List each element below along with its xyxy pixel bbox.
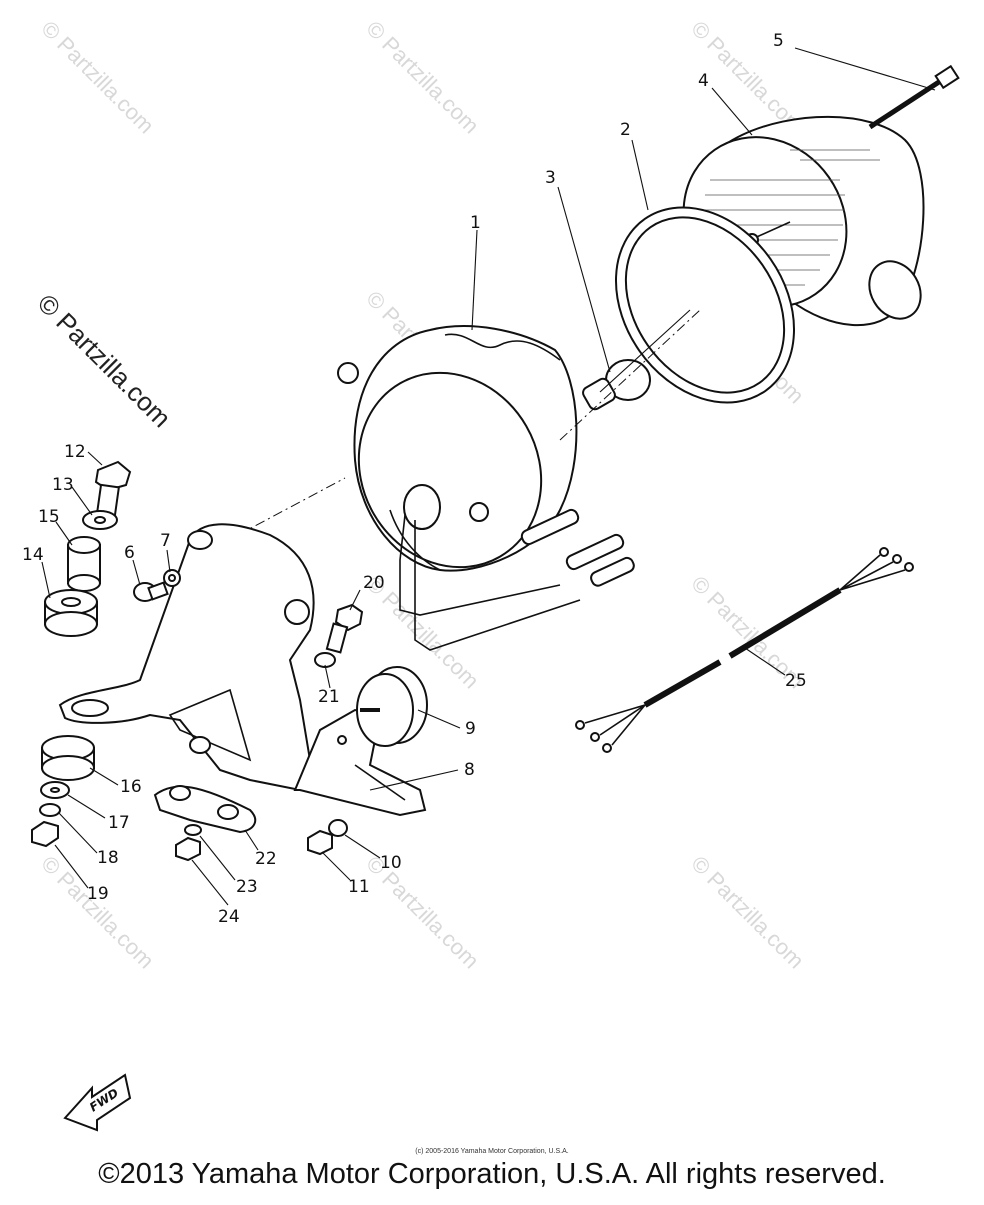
part-23-washer <box>184 824 202 836</box>
callout-13: 13 <box>52 475 74 495</box>
callout-8: 8 <box>464 760 475 780</box>
part-13-washer <box>82 510 118 530</box>
part-18-washer <box>39 803 61 817</box>
part-11-nut <box>307 829 333 856</box>
watermark: © Partzilla.com <box>36 851 159 974</box>
part-6-screw <box>133 581 169 602</box>
callout-9: 9 <box>465 719 476 739</box>
part-17-washer <box>40 781 70 799</box>
callout-19: 19 <box>87 884 109 904</box>
callout-7: 7 <box>160 531 171 551</box>
part-7-washer <box>163 569 181 587</box>
bracket <box>58 523 427 817</box>
callout-23: 23 <box>236 877 258 897</box>
part-16-damper <box>41 735 95 781</box>
part-14-damper <box>44 589 98 637</box>
watermark: © Partzilla.com <box>686 851 809 974</box>
callout-1: 1 <box>470 213 481 233</box>
callout-12: 12 <box>64 442 86 462</box>
fwd-arrow: FWD <box>63 1073 132 1132</box>
callout-14: 14 <box>22 545 44 565</box>
callout-16: 16 <box>120 777 142 797</box>
callout-21: 21 <box>318 687 340 707</box>
watermark: © Partzilla.com <box>361 16 484 139</box>
callout-3: 3 <box>545 168 556 188</box>
callout-4: 4 <box>698 71 709 91</box>
callout-20: 20 <box>363 573 385 593</box>
part-15-collar <box>67 536 101 592</box>
callout-18: 18 <box>97 848 119 868</box>
part-19-nut <box>31 820 59 848</box>
part-25-harness <box>575 547 914 753</box>
part-21-washer <box>314 652 336 668</box>
copyright-notice: ©2013 Yamaha Motor Corporation, U.S.A. A… <box>98 1158 886 1190</box>
callout-24: 24 <box>218 907 240 927</box>
callout-5: 5 <box>773 31 784 51</box>
callout-17: 17 <box>108 813 130 833</box>
callout-25: 25 <box>785 671 807 691</box>
callout-22: 22 <box>255 849 277 869</box>
part-3-bulb <box>582 309 691 411</box>
center-lines <box>237 309 701 536</box>
part-1-base <box>337 325 635 651</box>
callout-2: 2 <box>620 120 631 140</box>
part-10-washer <box>328 819 348 837</box>
callouts: 1 2 3 4 5 6 7 8 9 10 11 12 13 14 15 16 1… <box>22 31 807 927</box>
watermark-dark: © Partzilla.com <box>32 288 177 433</box>
callout-10: 10 <box>380 853 402 873</box>
watermark: © Partzilla.com <box>36 16 159 139</box>
part-22-plate <box>153 785 257 834</box>
copyright-small: (c) 2005-2016 Yamaha Motor Corporation, … <box>415 1148 569 1155</box>
part-5-screw <box>868 64 960 130</box>
part-20-bolt <box>325 603 364 654</box>
callout-15: 15 <box>38 507 60 527</box>
part-9-reflector <box>356 666 428 747</box>
part-2-gasket <box>614 206 796 404</box>
callout-11: 11 <box>348 877 370 897</box>
leader-lines <box>41 47 936 906</box>
part-24-nut <box>175 836 201 862</box>
callout-6: 6 <box>124 543 135 563</box>
part-12-bolt <box>94 460 132 523</box>
